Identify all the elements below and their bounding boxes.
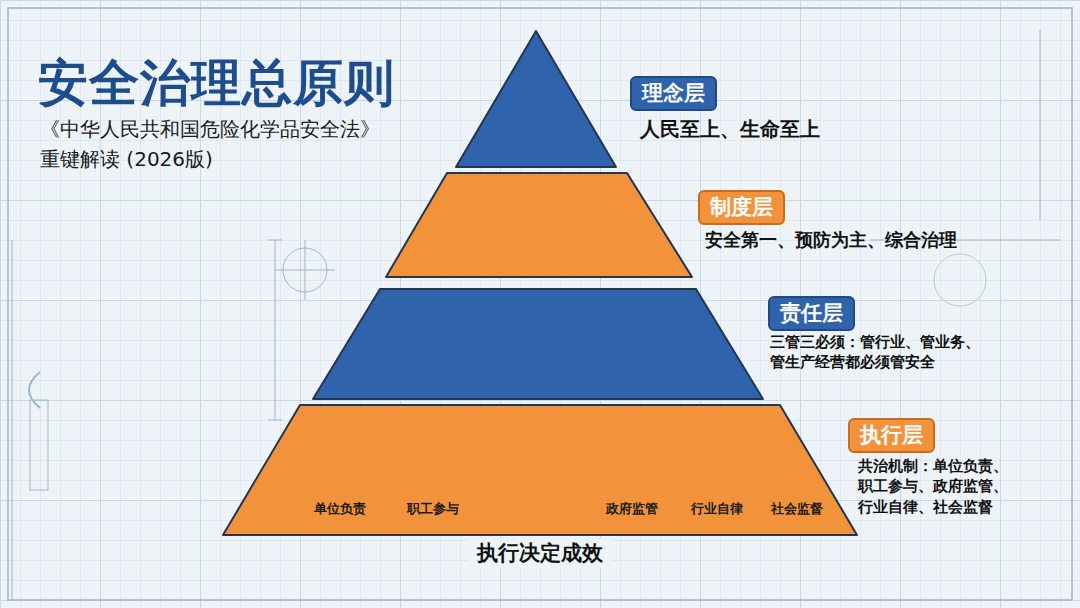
subtitle: 重键解读 (2026版) xyxy=(40,146,213,173)
actor-label: 社会监督 xyxy=(771,500,823,518)
pyramid-layer: 责任层三管三必须：管行业、管业务、 管生产经营都必须管安全 xyxy=(312,288,764,400)
actor-label: 单位负责 xyxy=(314,500,366,518)
layer-fill xyxy=(313,289,763,399)
layer-shape xyxy=(222,404,858,536)
layer-fill xyxy=(223,405,857,535)
layer-shape xyxy=(312,288,764,400)
layer-fill xyxy=(456,31,616,167)
actor-label: 政府监管 xyxy=(606,500,658,518)
layer-description: 人民至上、生命至上 xyxy=(640,116,820,143)
layer-description: 安全第一、预防为主、综合治理 xyxy=(705,228,957,252)
layer-heading: 制度层 xyxy=(698,190,785,225)
layer-description: 共治机制：单位负责、 职工参与、政府监管、 行业自律、社会监督 xyxy=(858,456,1022,517)
layer-heading: 理念层 xyxy=(630,76,717,111)
layer-description: 三管三必须：管行业、管业务、 管生产经营都必须管安全 xyxy=(770,332,988,373)
actor-label: 行业自律 xyxy=(691,500,743,518)
pyramid-layer: 理念层人民至上、生命至上 xyxy=(455,30,617,168)
pyramid-layer: 制度层安全第一、预防为主、综合治理 xyxy=(385,172,693,278)
actor-label: 职工参与 xyxy=(407,500,459,518)
layer-fill xyxy=(386,173,692,277)
pyramid-layer: 执行层共治机制：单位负责、 职工参与、政府监管、 行业自律、社会监督单位负责职工… xyxy=(222,404,858,536)
subtitle: 《中华人民共和国危险化学品安全法》 xyxy=(40,116,380,143)
layer-shape xyxy=(455,30,617,168)
layer-heading: 责任层 xyxy=(768,296,855,331)
layer-heading: 执行层 xyxy=(848,418,935,453)
arrow-label: 执行决定成效 xyxy=(469,538,611,568)
title: 安全治理总原则 xyxy=(38,50,395,117)
layer-shape xyxy=(385,172,693,278)
